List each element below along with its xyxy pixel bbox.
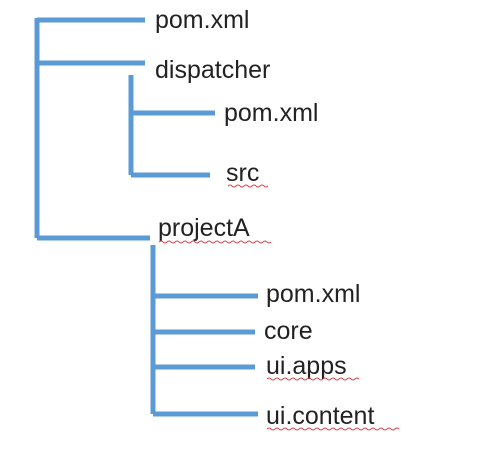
spellcheck-underline-uiapps <box>266 377 360 381</box>
node-labels: pom.xml dispatcher pom.xml src projectA … <box>155 6 374 430</box>
node-label-dispatcher-src: src <box>226 159 259 187</box>
node-label-root-pom: pom.xml <box>155 6 249 34</box>
node-label-projecta-core: core <box>264 317 313 345</box>
node-label-projecta: projectA <box>158 214 250 242</box>
node-label-projecta-pom: pom.xml <box>266 280 360 308</box>
node-label-dispatcher: dispatcher <box>155 56 270 84</box>
node-label-projecta-uicontent: ui.content <box>266 402 374 430</box>
spellcheck-underline-uicontent <box>266 427 400 431</box>
projecta-connectors <box>150 245 258 417</box>
node-label-projecta-uiapps: ui.apps <box>266 352 347 380</box>
spellcheck-underlines <box>158 184 400 431</box>
node-label-dispatcher-pom: pom.xml <box>224 99 318 127</box>
dispatcher-connectors <box>128 75 215 178</box>
spellcheck-underline-src <box>227 184 269 188</box>
root-connectors <box>34 17 150 241</box>
spellcheck-underline-projecta <box>158 240 272 244</box>
